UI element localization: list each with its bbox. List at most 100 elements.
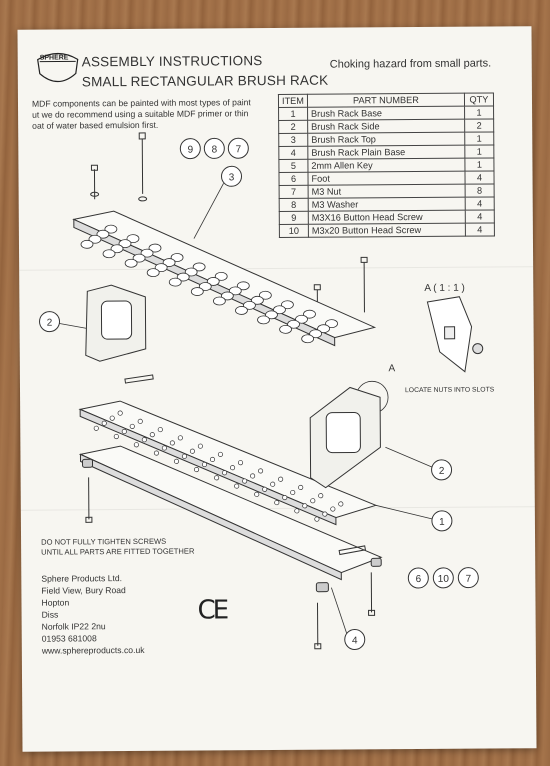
table-cell-part: M3x20 Button Head Screw (308, 223, 466, 238)
base-hole (298, 484, 304, 490)
table-cell-item: 5 (278, 159, 308, 173)
base-hole (302, 503, 308, 509)
base-hole (113, 433, 119, 440)
brush-hole (325, 319, 338, 329)
table-cell-qty: 4 (465, 222, 495, 237)
table-cell-item: 3 (278, 133, 308, 147)
callout-text: 1 (439, 517, 445, 528)
bottom-screws (85, 477, 376, 650)
choking-notice: Choking hazard from small parts. (329, 57, 492, 71)
feet (82, 458, 382, 593)
table-cell-qty: 1 (464, 157, 494, 172)
brush-hole (287, 319, 300, 329)
callout-text: 7 (236, 144, 242, 155)
base-hole (310, 498, 316, 504)
company-name: Sphere Products Ltd. (41, 573, 123, 584)
base-hole (181, 453, 188, 459)
table-cell-qty: 2 (464, 118, 494, 133)
table-cell-part: Brush Rack Top (307, 132, 465, 147)
brush-hole (273, 305, 286, 315)
table-cell-qty: 1 (464, 144, 494, 159)
table-cell-item: 8 (279, 198, 309, 212)
base-hole (129, 423, 135, 429)
base-hole (250, 473, 256, 479)
base-hole (254, 491, 260, 497)
base-hole (262, 486, 268, 492)
logo-text: SPHERE (40, 54, 69, 61)
brush-hole (154, 263, 168, 273)
callout-bubbles (39, 137, 479, 650)
brush-hole (198, 282, 212, 291)
brush-hole (96, 229, 110, 239)
instruction-sheet: SPHERE 9 8 7 3 2 (17, 26, 537, 752)
address-village: Hopton (41, 597, 70, 608)
brush-hole (228, 286, 242, 296)
brush-hole (206, 277, 220, 286)
callout-3 (221, 165, 243, 187)
website-link: www.sphereproducts.co.uk (41, 644, 145, 656)
table-cell-part: M3X16 Button Head Screw (308, 210, 466, 225)
base-hole (222, 470, 228, 476)
brush-hole (212, 296, 226, 306)
brush-hole (168, 277, 182, 287)
brush-hole (235, 306, 248, 315)
base-hole (93, 425, 99, 431)
base-hole (141, 437, 147, 443)
brush-hole (118, 239, 132, 249)
brush-hole (110, 244, 124, 254)
base-hole (149, 432, 155, 438)
base-hole (209, 456, 216, 463)
table-cell-part: Brush Rack Side (307, 119, 465, 134)
brush-hole (265, 310, 278, 320)
base-hole (318, 493, 324, 499)
callout-text: 8 (212, 144, 218, 155)
left-side-panel (85, 284, 147, 362)
base-hole (278, 476, 284, 482)
brush-hole (146, 268, 160, 278)
base-hole (229, 465, 236, 471)
table-cell-qty: 1 (464, 105, 494, 120)
callout-2-left (39, 311, 61, 333)
base-hole (153, 450, 159, 456)
table-header: ITEM (278, 94, 308, 108)
table-cell-qty: 1 (464, 131, 494, 146)
brush-hole (192, 262, 206, 272)
callout-text: 7 (466, 574, 472, 585)
callout-2-right (431, 459, 453, 481)
detail-a-view (426, 296, 484, 373)
intro-line-3: oat of water based emulsion first. (32, 119, 159, 131)
base-hole (133, 442, 139, 448)
intro-line-1: MDF components can be painted with most … (31, 97, 251, 109)
callout-7b (457, 567, 479, 589)
brush-hole (303, 309, 316, 319)
base-hole (177, 435, 183, 441)
brush-hole (236, 281, 250, 291)
brush-hole (102, 249, 116, 259)
base-hole (234, 483, 240, 489)
callout-7 (227, 137, 249, 159)
table-cell-item: 9 (279, 211, 309, 225)
brush-hole (124, 258, 138, 268)
sphere-logo (37, 52, 79, 83)
base-hole (173, 458, 180, 464)
base-hole (282, 494, 288, 501)
brush-hole (301, 334, 315, 344)
table-header: QTY (464, 92, 494, 107)
brush-hole (132, 253, 146, 263)
brush-hole (309, 329, 323, 339)
brush-hole (170, 253, 184, 262)
brush-hole (176, 272, 190, 282)
table-cell-qty: 8 (465, 183, 495, 198)
base-hole (194, 467, 200, 473)
table-cell-item: 10 (279, 224, 309, 238)
callout-text: 4 (352, 635, 358, 646)
brush-hole (295, 314, 308, 324)
detail-ref-label: A (388, 363, 395, 374)
base-hole (330, 506, 336, 512)
brush-rack-top-plate (72, 210, 377, 347)
callout-6 (407, 567, 429, 589)
base-hole (294, 508, 300, 514)
assembly-drawing: SPHERE 9 8 7 3 2 (37, 52, 484, 650)
